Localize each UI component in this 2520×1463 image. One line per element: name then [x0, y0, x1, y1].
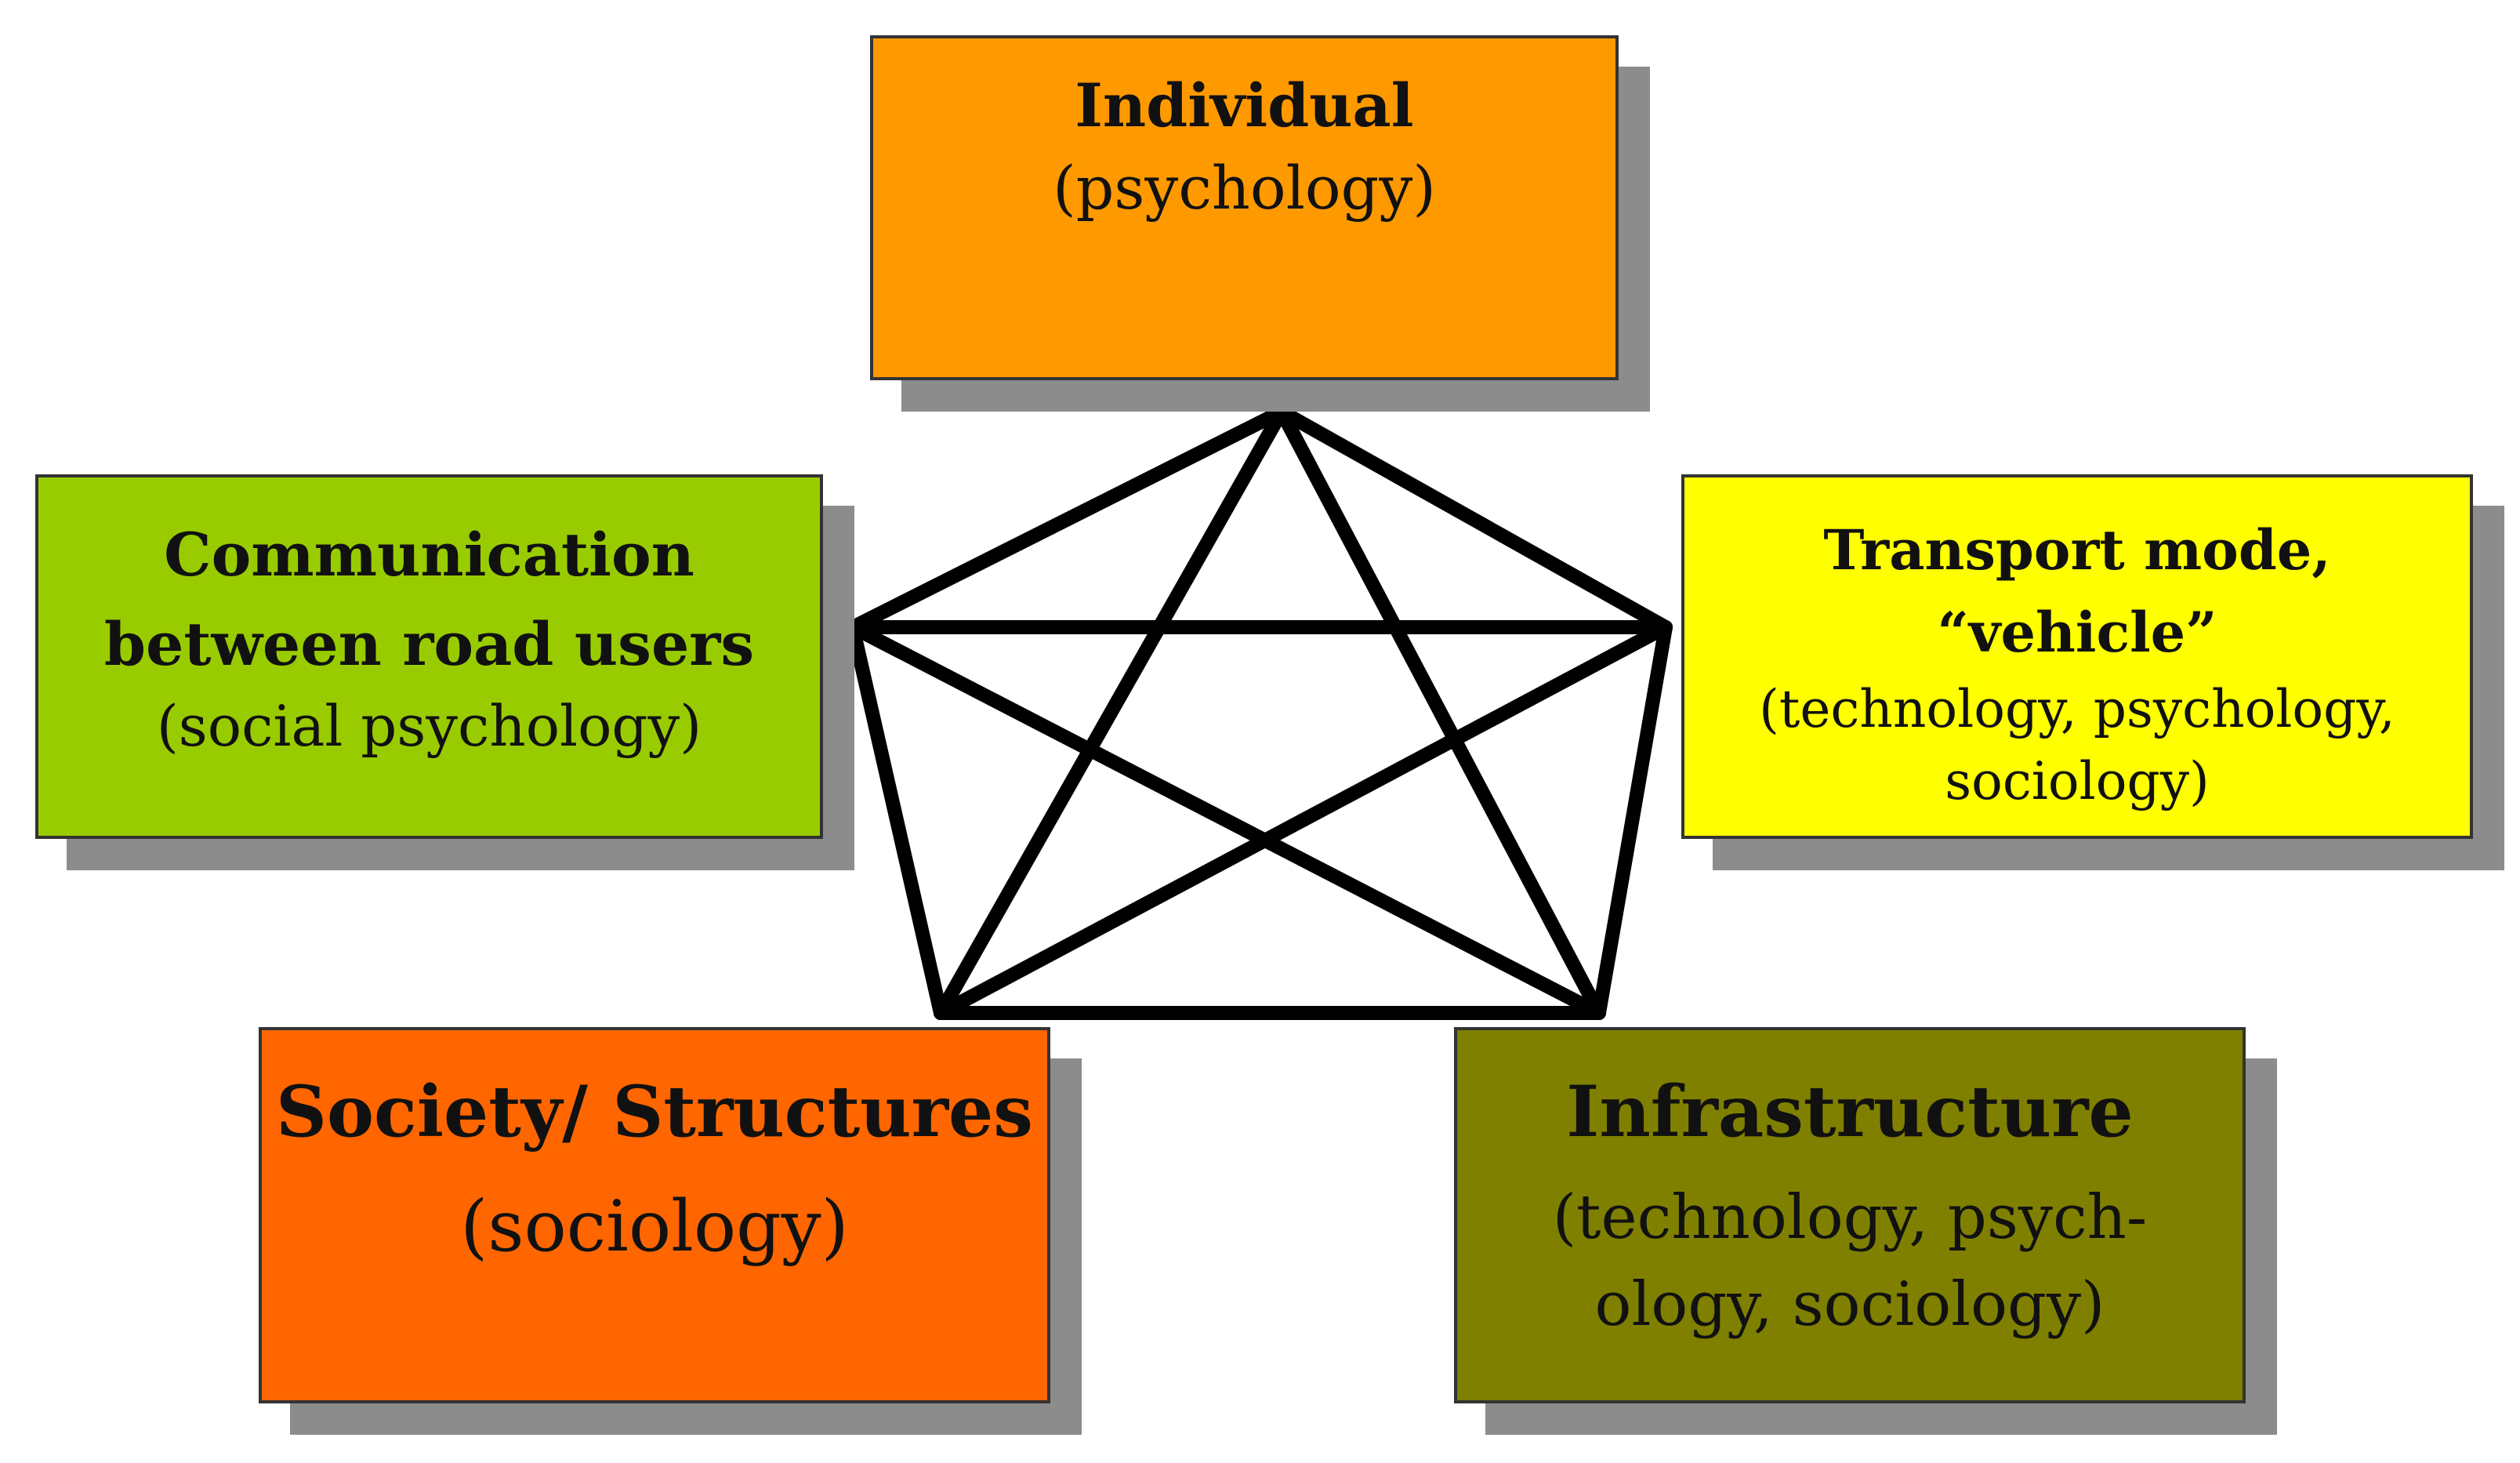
node-individual: Individual (psychology) [870, 35, 1619, 380]
node-individual-title: Individual [1075, 71, 1414, 140]
node-communication-title-line: between road users [103, 609, 755, 679]
node-communication: Communication between road users (social… [35, 474, 823, 839]
connector-transport-infrastructure [1592, 620, 1673, 1020]
connector-individual-transport [1275, 405, 1673, 634]
node-society: Society/ Structures (sociology) [259, 1027, 1050, 1403]
node-transport-subtitle-line: (technology, psychology, [1759, 679, 2395, 739]
node-individual-subtitle: (psychology) [1053, 152, 1436, 223]
node-transport: Transport mode, “vehicle” (technology, p… [1681, 474, 2473, 839]
node-infrastructure-title: Infrastructure [1566, 1070, 2134, 1153]
node-transport-subtitle-line: sociology) [1945, 751, 2210, 812]
node-society-subtitle: (sociology) [460, 1185, 849, 1268]
connector-communication-society [846, 620, 948, 1020]
node-communication-title: Communication between road users [104, 510, 754, 689]
node-communication-subtitle: (social psychology) [156, 693, 702, 759]
node-transport-subtitle: (technology, psychology, sociology) [1759, 673, 2395, 819]
node-transport-title-line: “vehicle” [1937, 600, 2217, 665]
connector-individual-communication [846, 405, 1289, 634]
node-infrastructure-subtitle: (technology, psych- ology, sociology) [1553, 1174, 2147, 1349]
node-society-title: Society/ Structures [276, 1070, 1033, 1153]
node-transport-title: Transport mode, “vehicle” [1823, 509, 2330, 673]
connector-individual-infrastructure [1275, 405, 1606, 1020]
connector-communication-infrastructure [846, 620, 1606, 1020]
node-infrastructure: Infrastructure (technology, psych- ology… [1454, 1027, 2246, 1403]
node-transport-title-line: Transport mode, [1823, 517, 2331, 583]
node-communication-title-line: Communication [164, 520, 694, 590]
connector-transport-society [934, 620, 1673, 1020]
node-infrastructure-subtitle-line: (technology, psych- [1552, 1182, 2148, 1253]
node-infrastructure-subtitle-line: ology, sociology) [1594, 1269, 2105, 1340]
connector-individual-society [934, 405, 1289, 1020]
